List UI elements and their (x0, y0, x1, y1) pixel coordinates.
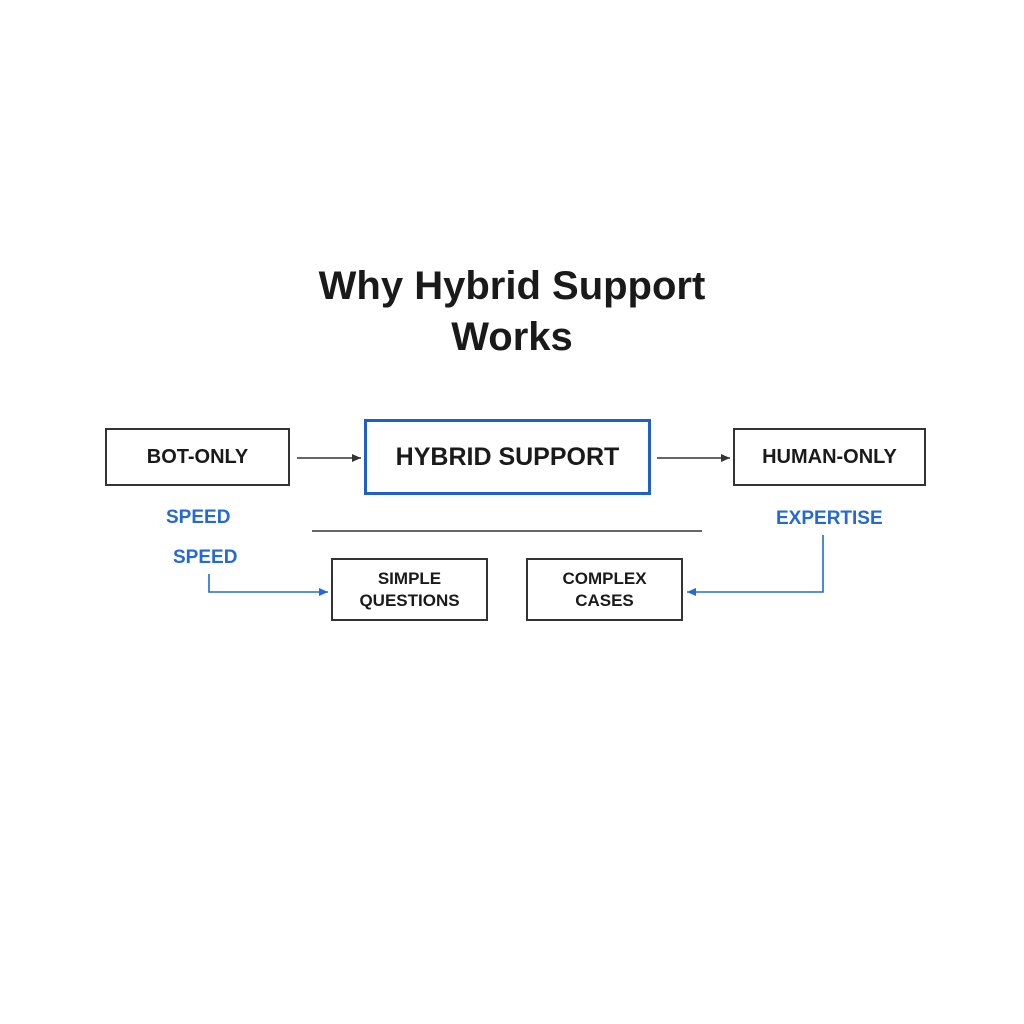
node-hybrid-support-label: HYBRID SUPPORT (395, 442, 620, 471)
diagram-title-line-2: Works (451, 315, 573, 359)
node-human-only-label: HUMAN-ONLY (762, 445, 897, 468)
arrow-speed-to-simple-questions (208, 574, 328, 596)
node-human-only: HUMAN-ONLY (733, 428, 926, 486)
node-simple-questions: SIMPLE QUESTIONS (331, 558, 488, 621)
node-complex-cases: COMPLEX CASES (526, 558, 683, 621)
label-speed-top: SPEED (166, 507, 231, 528)
label-speed-bottom: SPEED (173, 547, 238, 568)
node-hybrid-support: HYBRID SUPPORT (364, 419, 651, 495)
node-simple-questions-label: SIMPLE QUESTIONS (359, 568, 460, 610)
node-complex-cases-label: COMPLEX CASES (562, 568, 647, 610)
diagram-title-line-1: Why Hybrid Support (318, 264, 706, 308)
node-bot-only: BOT-ONLY (105, 428, 290, 486)
arrow-expertise-to-complex-cases (687, 535, 824, 596)
label-expertise: EXPERTISE (776, 508, 883, 529)
node-bot-only-label: BOT-ONLY (146, 445, 249, 468)
